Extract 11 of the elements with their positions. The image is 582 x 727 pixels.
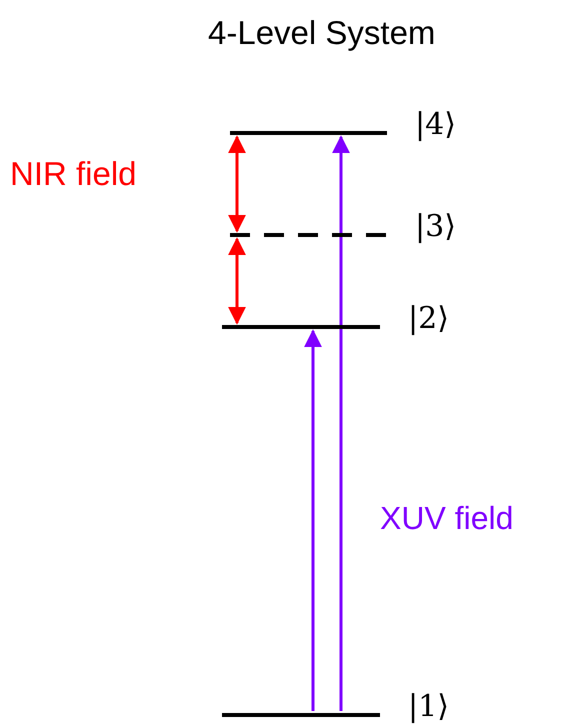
state-label: |3⟩ [415,209,456,245]
state-label: |1⟩ [408,689,449,725]
arrow [228,135,246,233]
arrow [228,237,246,325]
field-label: NIR field [10,155,137,193]
title: 4-Level System [208,14,436,52]
state-label: |4⟩ [415,107,456,143]
arrow [304,329,322,711]
arrow [332,135,350,711]
field-label: XUV field [380,500,514,537]
state-label: |2⟩ [408,301,449,337]
